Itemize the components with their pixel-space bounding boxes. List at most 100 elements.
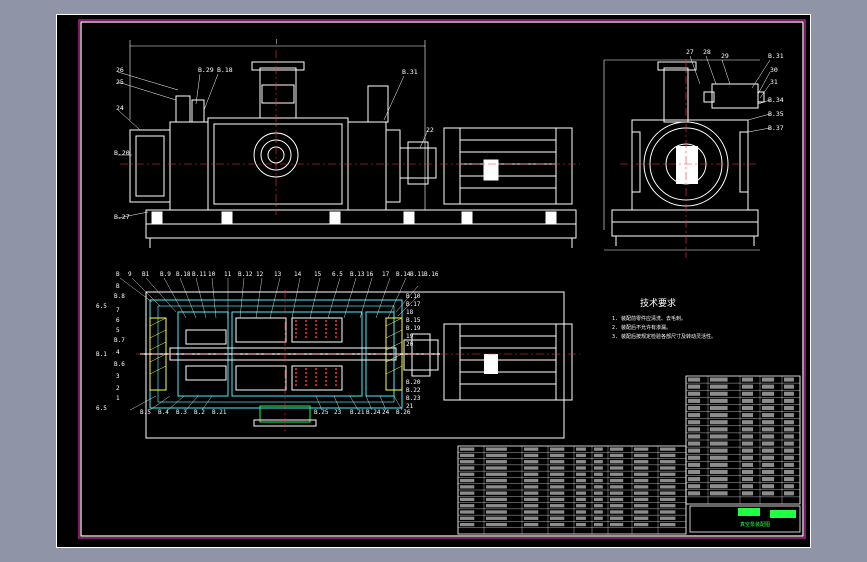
- parts-left-cell-text: [550, 485, 565, 489]
- parts-right-cell-text: [784, 405, 794, 411]
- parts-left-cell-text: [486, 491, 507, 495]
- parts-left-cell-text: [460, 485, 475, 489]
- callout-plan-top-10: 12: [256, 271, 264, 278]
- callout-plan-right-9: B.22: [406, 387, 421, 394]
- parts-right-cell-text: [784, 455, 794, 460]
- parts-left-cell-text: [486, 460, 507, 464]
- parts-left-cell-text: [634, 491, 649, 495]
- parts-right-cell-text: [688, 469, 701, 475]
- parts-left-cell-text: [460, 472, 475, 476]
- parts-left-cell-text: [660, 504, 676, 508]
- parts-right-cell-text: [742, 413, 753, 418]
- parts-left-cell-text: [486, 478, 507, 483]
- parts-left-cell-text: [594, 453, 603, 458]
- parts-list-right: [685, 375, 801, 505]
- parts-left-cell-text: [524, 516, 539, 520]
- callout-plan-right-7: 20: [406, 341, 414, 348]
- parts-left-cell-text: [594, 516, 603, 520]
- parts-right-cell-text: [688, 441, 701, 446]
- parts-right-cell-text: [762, 420, 775, 425]
- parts-left-cell-text: [610, 516, 624, 520]
- parts-left-cell-text: [610, 522, 624, 527]
- parts-left-cell-text: [486, 447, 507, 451]
- parts-right-cell-text: [710, 491, 728, 496]
- parts-right-cell-text: [710, 427, 728, 432]
- parts-left-cell-text: [576, 516, 586, 520]
- parts-left-cell-text: [660, 516, 676, 520]
- drawing-sheet: [56, 14, 811, 548]
- parts-left-cell-text: [634, 504, 649, 508]
- parts-right-cell-text: [742, 441, 753, 446]
- parts-left-cell-text: [460, 497, 475, 502]
- callout-plan-top-17: 17: [382, 271, 390, 278]
- parts-right-cell-text: [688, 420, 701, 425]
- parts-right-cell-text: [762, 462, 775, 467]
- parts-left-cell-text: [610, 453, 624, 458]
- parts-left-cell-text: [524, 460, 539, 464]
- parts-right-cell-text: [710, 377, 728, 382]
- parts-right-cell-text: [710, 484, 728, 489]
- parts-left-cell-text: [486, 466, 507, 470]
- parts-left-cell-text: [550, 522, 565, 527]
- parts-right-cell-text: [784, 420, 794, 425]
- callout-plan-top-8: 11: [224, 271, 232, 278]
- parts-right-cell-text: [762, 384, 775, 389]
- callout-plan-bottom-9: B.24: [366, 409, 381, 416]
- callout-elev-left-1: 26: [116, 66, 124, 74]
- parts-left-cell-text: [486, 472, 507, 476]
- parts-right-cell-text: [742, 398, 753, 403]
- callout-plan-top-19: B.11: [410, 271, 425, 278]
- parts-left-cell-text: [576, 522, 586, 527]
- parts-right-cell-text: [784, 427, 794, 432]
- parts-right-cell-text: [784, 448, 794, 453]
- parts-right-cell-text: [762, 484, 775, 489]
- callout-plan-top-14: 6.5: [332, 271, 343, 278]
- outer-frame: [56, 14, 811, 548]
- parts-left-cell-text: [660, 460, 676, 464]
- callout-plan-top-11: 13: [274, 271, 282, 278]
- callout-elev-left-4: B.20: [114, 149, 130, 157]
- parts-left-cell-text: [634, 466, 649, 470]
- parts-right-cell-text: [742, 377, 753, 382]
- parts-left-cell-text: [660, 472, 676, 476]
- callout-plan-left-8: 4: [116, 349, 120, 356]
- callout-side-right-6: B.37: [768, 124, 784, 132]
- parts-right-cell-text: [742, 427, 753, 432]
- parts-left-cell-text: [594, 472, 603, 476]
- parts-right-cell-text: [784, 484, 794, 489]
- parts-right-cell-text: [688, 391, 701, 396]
- callout-plan-left-1: 6.5: [96, 303, 107, 310]
- callout-plan-right-5: B.19: [406, 325, 421, 332]
- callout-plan-top-12: 14: [294, 271, 302, 278]
- parts-left-cell-text: [460, 510, 475, 514]
- svg-text:|: |: [275, 39, 278, 45]
- parts-left-cell-text: [634, 510, 649, 514]
- parts-right-cell-text: [710, 434, 728, 439]
- parts-left-cell-text: [594, 497, 603, 502]
- parts-left-cell-text: [610, 447, 624, 451]
- parts-left-cell-text: [660, 447, 676, 451]
- parts-right-cell-text: [762, 427, 775, 432]
- callout-plan-bottom-11: B.26: [396, 409, 411, 416]
- parts-left-cell-text: [610, 491, 624, 495]
- parts-left-cell-text: [594, 491, 603, 495]
- parts-left-cell-text: [660, 497, 676, 502]
- parts-right-cell-text: [784, 384, 794, 389]
- parts-left-cell-text: [460, 491, 475, 495]
- parts-right-cell-text: [784, 377, 794, 382]
- callout-plan-bottom-8: B.21: [350, 409, 365, 416]
- parts-left-cell-text: [524, 485, 539, 489]
- parts-left-cell-text: [576, 510, 586, 514]
- parts-right-cell-text: [710, 391, 728, 396]
- callout-plan-bottom-6: B.25: [314, 409, 329, 416]
- parts-right-cell-text: [688, 434, 701, 439]
- parts-left-cell-text: [634, 485, 649, 489]
- callout-plan-right-11: 21: [406, 403, 414, 410]
- side-view-labels: 27 28 29 B.31 30 31 B.34 B.35 B.37: [686, 48, 784, 132]
- parts-left-cell-text: [576, 504, 586, 508]
- callout-plan-bottom-10: 24: [382, 409, 390, 416]
- callout-elev-right-2: 22: [426, 126, 434, 134]
- callout-plan-bottom-7: 23: [334, 409, 342, 416]
- parts-left-cell-text: [576, 460, 586, 464]
- callout-plan-left-9: B.1: [96, 351, 107, 358]
